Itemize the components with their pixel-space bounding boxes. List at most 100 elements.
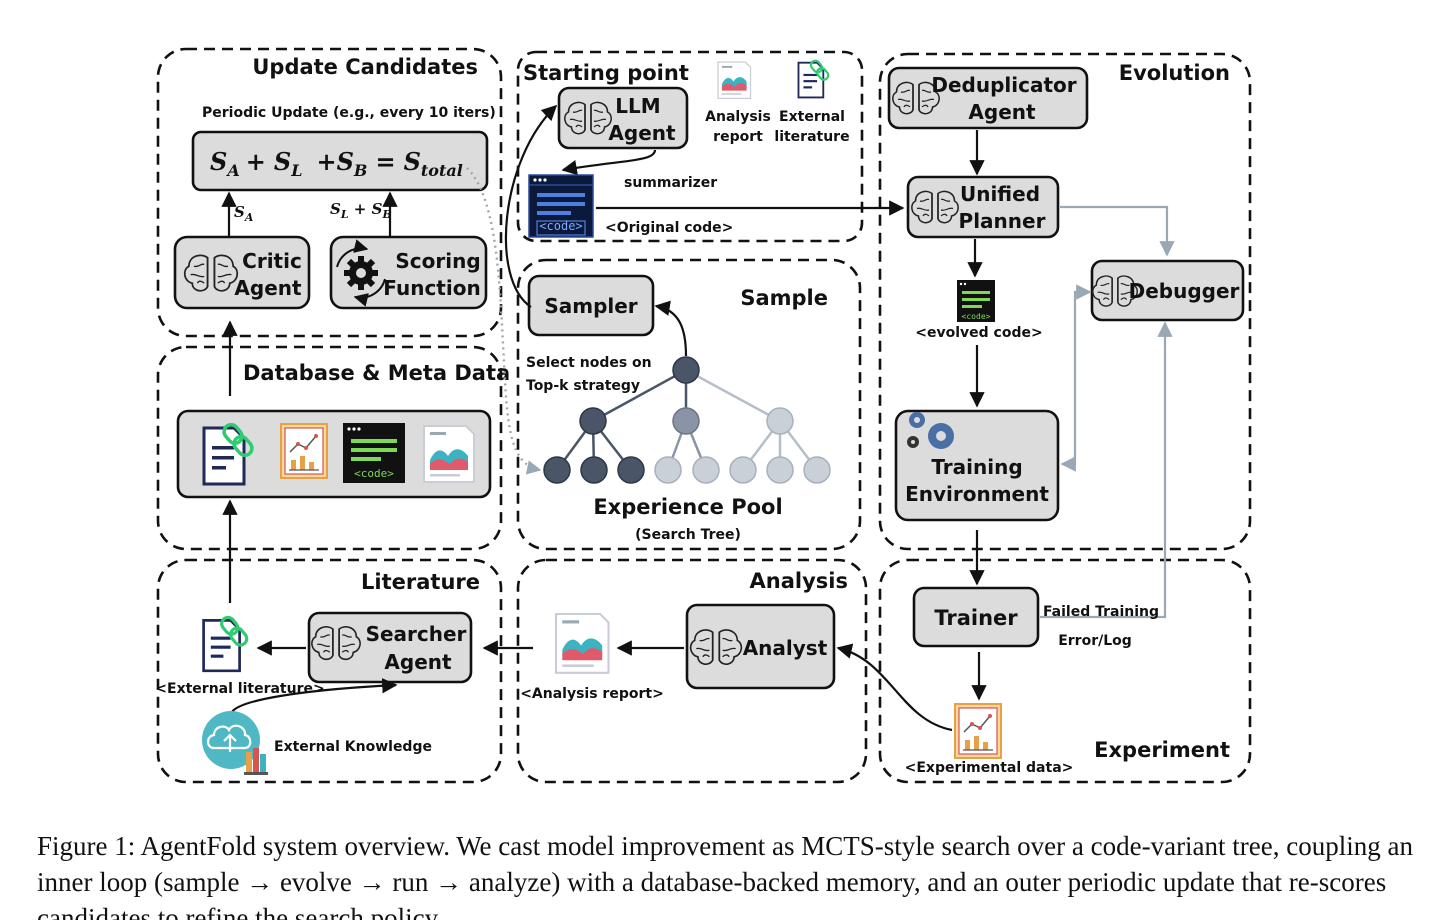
arrow-knowledge-to-searcher — [231, 678, 398, 713]
debugger-node: Debugger — [1090, 259, 1245, 322]
score-equation-box — [191, 130, 489, 192]
scoring-function-node: Scoring Function — [329, 235, 488, 310]
experience-pool-tree — [543, 356, 831, 484]
evolved-code-label: <evolved code> — [915, 325, 1042, 341]
arrow-training-debugger-loop — [1060, 284, 1092, 472]
trainer-label: Trainer — [934, 606, 1018, 630]
sampler-label: Sampler — [544, 294, 637, 318]
tree-root-node — [672, 356, 700, 384]
chart-report-icon — [280, 423, 328, 479]
tree-leaf — [766, 456, 794, 484]
tree-leaf — [543, 456, 571, 484]
analyst-node: Analyst — [685, 603, 836, 690]
unified-planner-label-2: Planner — [959, 209, 1046, 233]
experimental-data-label: <Experimental data> — [905, 760, 1074, 776]
trainer-node: Trainer — [912, 586, 1040, 648]
deduplicator-label-1: Deduplicator — [931, 73, 1076, 97]
external-knowledge-label: External Knowledge — [274, 739, 432, 755]
tree-leaf — [580, 456, 608, 484]
arrow-planner-to-debugger — [1060, 205, 1175, 257]
document-link-icon — [797, 57, 832, 99]
original-code-tag: <code> — [539, 219, 582, 233]
group-analysis-title: Analysis — [750, 569, 848, 593]
label-sa: SA — [234, 203, 254, 224]
select-nodes-label-2: Top-k strategy — [526, 378, 640, 394]
deduplicator-label-2: Agent — [968, 100, 1036, 124]
searcher-agent-label-2: Agent — [384, 650, 452, 674]
training-environment-label-2: Environment — [905, 482, 1049, 506]
tree-node — [579, 407, 607, 435]
analysis-report-label-2: report — [713, 129, 763, 145]
document-link-icon — [202, 613, 251, 673]
critic-agent-label-1: Critic — [242, 249, 302, 273]
llm-agent-label-2: Agent — [608, 121, 676, 145]
analysis-report-label-1: Analysis — [705, 109, 771, 125]
books-icon — [244, 748, 268, 775]
arrow-data-to-analyst — [836, 643, 953, 732]
tree-leaf — [654, 456, 682, 484]
group-literature — [156, 558, 503, 784]
analysis-report-icon — [717, 61, 752, 100]
analysis-report-icon — [554, 612, 610, 674]
group-starting-point — [516, 50, 864, 243]
group-evolution-title: Evolution — [1119, 61, 1230, 85]
evolved-code-tag: <code> — [962, 312, 991, 321]
external-literature-label-2: literature — [774, 129, 849, 145]
summarizer-label: summarizer — [624, 175, 717, 191]
llm-agent-label-1: LLM — [615, 94, 660, 118]
group-database — [156, 345, 503, 551]
periodic-update-note: Periodic Update (e.g., every 10 iters) — [202, 105, 496, 121]
database-panel: <code> — [176, 409, 492, 499]
failed-training-label-2: Error/Log — [1058, 633, 1132, 649]
evolved-code-window: <code> — [957, 280, 995, 322]
score-equation: SA+SL+SB=Stotal — [210, 147, 463, 180]
label-sl-sb: SL + SB — [330, 200, 392, 221]
experience-pool-label: Experience Pool — [593, 495, 782, 519]
arrow-sampler-to-llm — [504, 104, 558, 308]
analysis-report-icon — [423, 425, 475, 483]
deduplicator-agent-node: Deduplicator Agent — [887, 66, 1089, 130]
external-literature-label-1: External — [779, 109, 845, 125]
group-update-candidates — [156, 47, 503, 338]
training-environment-label-1: Training — [931, 455, 1022, 479]
analysis-report-input: Analysis report — [705, 61, 771, 145]
experimental-data-icon — [954, 703, 1002, 759]
sampler-node: Sampler — [527, 274, 655, 337]
training-environment-node: Training Environment — [894, 409, 1060, 522]
group-update-candidates-title: Update Candidates — [252, 55, 478, 79]
scoring-function-label-2: Function — [383, 276, 480, 300]
searcher-agent-label-1: Searcher — [366, 622, 467, 646]
tree-node — [672, 407, 700, 435]
group-sample — [516, 258, 862, 551]
external-literature-output-label: <External literature> — [155, 681, 324, 697]
analysis-report-output — [554, 612, 610, 674]
figure-caption: Figure 1: AgentFold system overview. We … — [37, 831, 1413, 920]
search-tree-label: (Search Tree) — [635, 527, 741, 543]
group-database-title: Database & Meta Data — [243, 361, 510, 385]
tree-leaf — [692, 456, 720, 484]
critic-agent-label-2: Agent — [234, 276, 302, 300]
llm-agent-node: LLM Agent — [557, 86, 689, 150]
chart-report-icon — [954, 703, 1002, 759]
tree-leaf — [729, 456, 757, 484]
group-experiment — [878, 558, 1252, 784]
critic-agent-node: Critic Agent — [173, 235, 311, 310]
unified-planner-label-1: Unified — [960, 182, 1040, 206]
gears-icon — [907, 412, 954, 449]
searcher-agent-node: Searcher Agent — [307, 611, 473, 684]
arrow-tree-to-sampler — [654, 300, 688, 357]
tree-node — [766, 407, 794, 435]
arrow-llm-to-code — [561, 149, 657, 176]
original-code-window: <code> — [528, 174, 594, 238]
cloud-upload-icon — [202, 711, 260, 769]
debugger-label: Debugger — [1129, 279, 1240, 303]
group-literature-title: Literature — [361, 570, 480, 594]
system-overview-diagram: Update Candidates Starting point Evoluti… — [155, 47, 1252, 784]
dotted-equation-to-tree — [466, 167, 542, 475]
group-experiment-title: Experiment — [1094, 738, 1230, 762]
unified-planner-node: Unified Planner — [906, 175, 1060, 239]
gear-cycle-icon — [336, 239, 386, 307]
external-literature-input: External literature — [774, 57, 850, 145]
arrow-trainer-failure-to-debugger — [1040, 321, 1173, 619]
analyst-label: Analyst — [743, 636, 828, 660]
